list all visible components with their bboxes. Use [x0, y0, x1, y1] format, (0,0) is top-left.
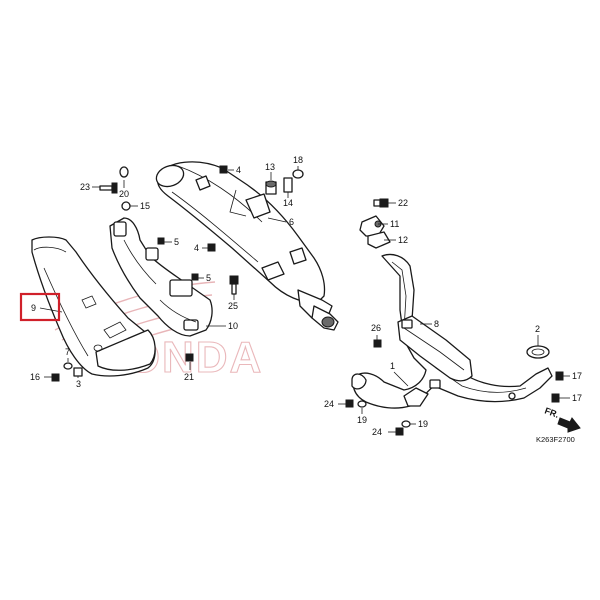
- callout-10: 10: [228, 321, 238, 331]
- part-2-gasket: [526, 345, 550, 359]
- callout-2: 2: [535, 324, 540, 334]
- callout-18: 18: [293, 155, 303, 165]
- callout-11: 11: [390, 219, 399, 229]
- callout-16: 16: [30, 372, 40, 382]
- callout-14: 14: [283, 198, 293, 208]
- callout-21: 21: [184, 372, 194, 382]
- callout-15: 15: [140, 201, 150, 211]
- callout-8: 8: [434, 319, 439, 329]
- hardware-parts: [51, 165, 564, 436]
- highlight-box-part-9: [19, 292, 61, 322]
- callout-25: 25: [228, 301, 238, 311]
- callout-17a: 17: [572, 371, 582, 381]
- callout-4a: 4: [236, 165, 241, 175]
- part-9-heat-shield-outer: [31, 236, 156, 377]
- callout-13: 13: [265, 162, 275, 172]
- part-10-heat-shield-inner: [109, 217, 213, 337]
- callout-24a: 24: [324, 399, 334, 409]
- part-1-exhaust-pipe: [351, 253, 553, 409]
- callout-6: 6: [289, 217, 294, 227]
- callout-19b: 19: [418, 419, 428, 429]
- part-8-pipe-protector: [397, 315, 473, 382]
- callout-1: 1: [390, 361, 395, 371]
- callout-7: 7: [65, 347, 70, 357]
- part-6-muffler: [155, 161, 339, 331]
- front-direction-label: FR.: [543, 405, 560, 419]
- callout-12: 12: [398, 235, 408, 245]
- front-direction-arrow-icon: [557, 417, 581, 433]
- callout-23: 23: [80, 182, 90, 192]
- callout-9: 9: [31, 303, 36, 313]
- callout-5a: 5: [174, 237, 179, 247]
- front-direction-indicator: FR.: [543, 405, 581, 433]
- callout-numbers: 23 20 15 4 4 5 5 6 13 14 18 22 11 12 25 …: [30, 155, 582, 437]
- callout-3: 3: [76, 379, 81, 389]
- callout-17b: 17: [572, 393, 582, 403]
- part-12-rubber: [367, 231, 391, 249]
- callout-22: 22: [398, 198, 408, 208]
- callout-26: 26: [371, 323, 381, 333]
- callout-19a: 19: [357, 415, 367, 425]
- callout-5b: 5: [206, 273, 211, 283]
- callout-24b: 24: [372, 427, 382, 437]
- callout-4b: 4: [194, 243, 199, 253]
- callout-20: 20: [119, 189, 129, 199]
- diagram-code: K263F2700: [536, 435, 575, 444]
